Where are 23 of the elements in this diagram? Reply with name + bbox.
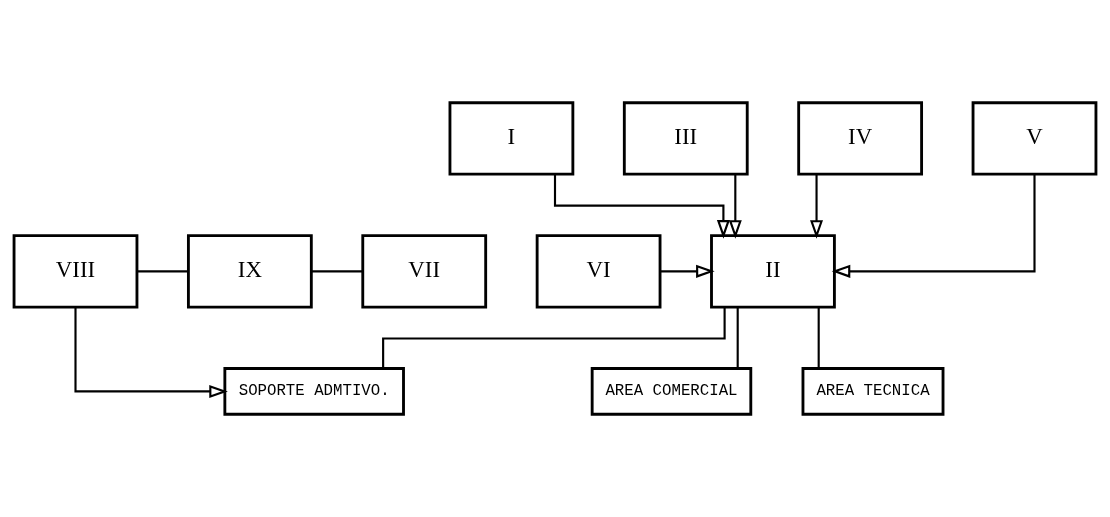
connector: [311, 270, 363, 273]
node-box: I: [448, 101, 575, 176]
node-box: II: [710, 234, 836, 309]
node-box: AREA TECNICA: [801, 367, 945, 416]
node-box: VIII: [12, 234, 139, 309]
node-box: VII: [361, 234, 488, 309]
node-box: V: [971, 101, 1098, 176]
arrow: [810, 174, 824, 239]
arrow: [74, 307, 228, 398]
arrow: [660, 264, 715, 278]
node-box: SOPORTE ADMTIVO.: [223, 367, 405, 416]
arrow: [553, 174, 730, 239]
connector: [382, 307, 726, 369]
arrow: [728, 174, 742, 239]
node-box: IX: [187, 234, 313, 309]
node-box: AREA COMERCIAL: [590, 367, 753, 416]
node-box: IV: [797, 101, 923, 176]
connector: [817, 307, 820, 369]
arrow: [831, 174, 1036, 278]
node-box: VI: [535, 234, 662, 309]
node-box: III: [622, 101, 749, 176]
connector: [736, 307, 739, 369]
connector: [136, 270, 189, 273]
